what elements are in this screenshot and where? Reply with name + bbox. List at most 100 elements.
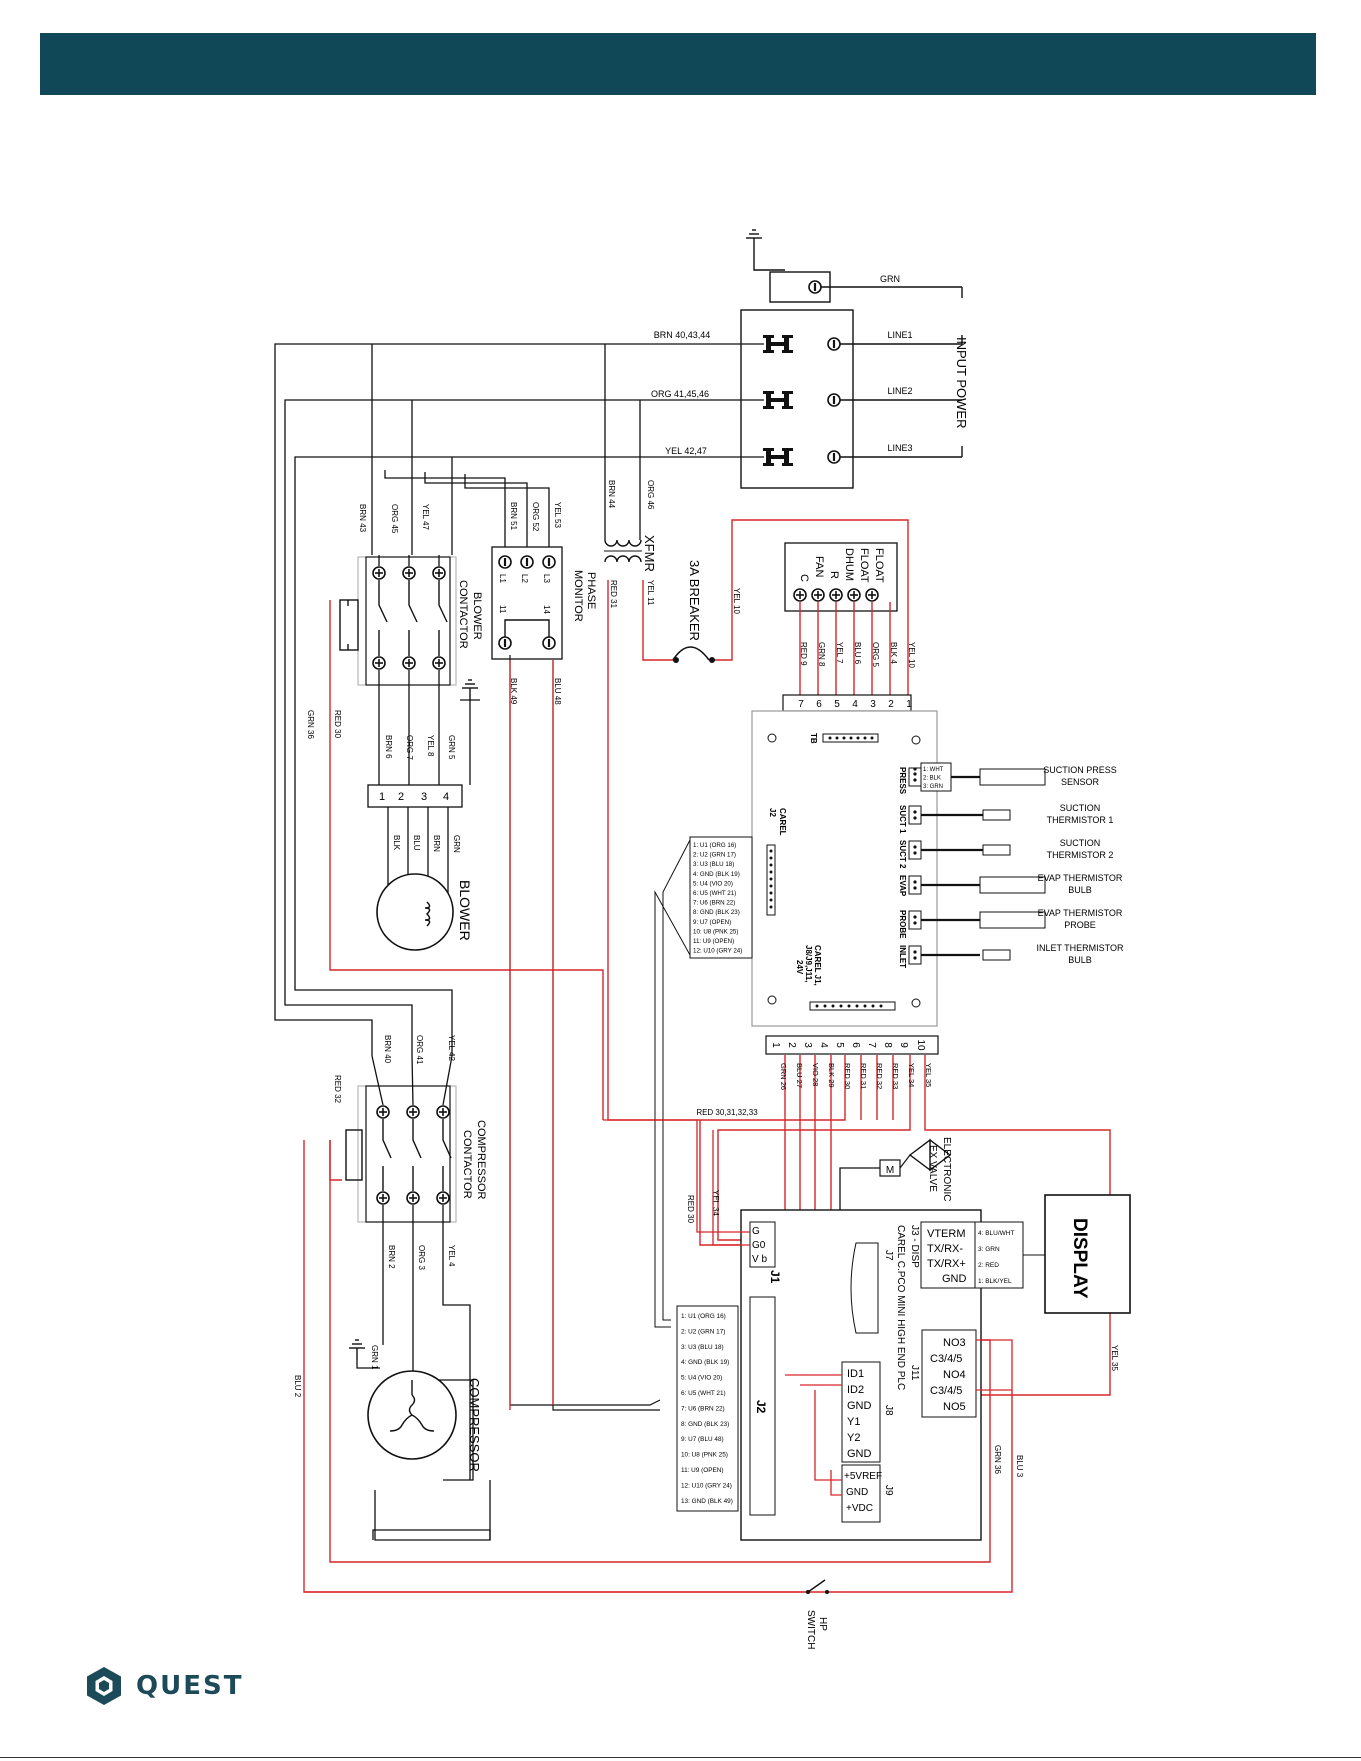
blower: 1 2 3 4 BLK BLU BRN GRN BLOWER xyxy=(367,784,473,951)
j2-list-item: 13: GND (BLK 49) xyxy=(681,1498,733,1505)
svg-text:NO3: NO3 xyxy=(943,1337,966,1349)
svg-text:YEL 10: YEL 10 xyxy=(732,588,741,614)
terminal-number: 8 xyxy=(882,1042,893,1048)
svg-text:J2: J2 xyxy=(754,1400,768,1414)
j2-list-item: 4: GND (BLK 19) xyxy=(681,1359,729,1366)
ground-wire-label: GRN xyxy=(880,274,900,284)
svg-text:Y2: Y2 xyxy=(847,1432,860,1444)
svg-text:BLK 49: BLK 49 xyxy=(509,678,518,705)
svg-text:MONITOR: MONITOR xyxy=(572,570,584,622)
svg-text:YEL 34: YEL 34 xyxy=(711,1190,720,1216)
sensor-label: BULB xyxy=(1068,885,1092,895)
breaker: 3A BREAKER YEL 10 xyxy=(672,560,741,663)
j2-list-item: 3: U3 (BLU 18) xyxy=(681,1344,724,1351)
terminal-number: 10 xyxy=(915,1039,926,1051)
svg-text:14: 14 xyxy=(542,605,551,614)
header-bar xyxy=(40,33,1316,95)
sensor-label: PROBE xyxy=(1064,920,1096,930)
svg-text:TX/RX+: TX/RX+ xyxy=(927,1258,966,1270)
svg-text:SWITCH: SWITCH xyxy=(805,1610,816,1649)
svg-text:RED 30: RED 30 xyxy=(686,1195,695,1224)
compressor: GRN 1 COMPRESSOR xyxy=(348,1339,482,1472)
carel-board: 7 6 5 4 3 2 1 TB CAREL J2 CAREL J1, J8/J… xyxy=(654,694,939,1328)
svg-text:YEL 53: YEL 53 xyxy=(553,502,562,528)
svg-text:NO5: NO5 xyxy=(943,1401,966,1413)
svg-text:1: 1 xyxy=(379,791,385,803)
svg-text:7: 7 xyxy=(798,699,804,710)
compressor-contactor: COMPRESSOR CONTACTOR BRN 40 ORG 41 YEL 4… xyxy=(345,1035,487,1270)
j2-list-item: 8: GND (BLK 23) xyxy=(681,1421,729,1428)
svg-text:EX VALVE: EX VALVE xyxy=(927,1145,938,1192)
svg-text:R: R xyxy=(828,571,840,579)
terminal-number: 4 xyxy=(818,1042,829,1048)
svg-text:GRN 36: GRN 36 xyxy=(993,1445,1002,1474)
pin-label: 2: BLK xyxy=(923,776,941,782)
sensor-connector-label: EVAP xyxy=(898,875,907,897)
svg-text:L3: L3 xyxy=(542,574,551,583)
input-power-block: GRN LINE1 LINE2 LINE3 INPUT POWER BRN 40… xyxy=(651,229,969,489)
org-wire-label: ORG 41,45,46 xyxy=(651,389,709,399)
svg-text:CAREL: CAREL xyxy=(778,808,787,836)
svg-text:11: 11 xyxy=(498,605,507,614)
svg-text:CONTACTOR: CONTACTOR xyxy=(461,1130,473,1199)
ground-icon xyxy=(745,229,763,251)
wire-label: ORG 45 xyxy=(390,504,399,534)
svg-text:J8: J8 xyxy=(883,1405,894,1416)
terminal-number: 1 xyxy=(770,1042,781,1048)
j2-list-item: 10: U8 (PNK 25) xyxy=(693,928,738,935)
svg-text:GND: GND xyxy=(847,1448,872,1460)
svg-text:J7: J7 xyxy=(883,1250,894,1261)
wire-label: YEL 8 xyxy=(426,735,435,757)
sensor-connector-label: PRESS xyxy=(898,767,907,795)
sensor-label: SUCTION xyxy=(1060,803,1101,813)
svg-text:DHUM: DHUM xyxy=(843,548,855,581)
svg-text:BRN 51: BRN 51 xyxy=(509,502,518,531)
hexagon-logo-icon xyxy=(87,1667,121,1705)
plc: G G0 V b J1 J2 J7 CAREL C.PCO MINI HIGH … xyxy=(676,1209,1024,1541)
svg-text:YEL 4: YEL 4 xyxy=(447,1245,456,1267)
svg-text:XFMR: XFMR xyxy=(642,535,657,572)
svg-text:L1: L1 xyxy=(498,574,507,583)
svg-text:J1: J1 xyxy=(768,1270,782,1284)
svg-text:J9: J9 xyxy=(883,1485,894,1496)
svg-text:3: 3 xyxy=(870,699,876,710)
svg-text:GND: GND xyxy=(846,1487,868,1498)
terminal-number: 5 xyxy=(834,1042,845,1048)
svg-text:+VDC: +VDC xyxy=(846,1503,873,1514)
svg-text:BRN 44: BRN 44 xyxy=(607,480,616,509)
svg-text:4: 4 xyxy=(443,791,449,803)
blower-title: BLOWER xyxy=(457,880,473,941)
float-wire-labels: YEL 10 BLK 4 ORG 5 BLU 6 YEL 7 GRN 8 RED… xyxy=(799,642,916,668)
wire-label: YEL 35 xyxy=(924,1063,933,1087)
svg-text:BLK: BLK xyxy=(392,835,401,851)
svg-text:3: 3 xyxy=(421,791,427,803)
brn-wire-label: BRN 40,43,44 xyxy=(654,330,711,340)
svg-text:CAREL C.PCO MINI HIGH END PLC: CAREL C.PCO MINI HIGH END PLC xyxy=(895,1225,906,1390)
j2-list-item: 10: U8 (PNK 25) xyxy=(681,1452,728,1459)
svg-text:GRN: GRN xyxy=(452,835,461,853)
lug-icon xyxy=(826,392,842,408)
svg-text:1: 1 xyxy=(906,699,912,710)
bottom-rule xyxy=(0,1757,1361,1758)
svg-text:RED 32: RED 32 xyxy=(333,1075,342,1104)
svg-text:ORG 46: ORG 46 xyxy=(646,480,655,510)
svg-text:VTERM: VTERM xyxy=(927,1228,966,1240)
svg-text:FLOAT: FLOAT xyxy=(873,548,885,583)
svg-text:PHASE: PHASE xyxy=(585,572,597,609)
blower-contactor: BLOWER CONTACTOR BRN 43 ORG 45 YEL 47 BR… xyxy=(339,504,483,760)
sensor-connector-label: SUCT 2 xyxy=(898,840,907,869)
svg-text:5: 5 xyxy=(834,699,840,710)
svg-text:GND: GND xyxy=(942,1273,967,1285)
svg-text:RED 9: RED 9 xyxy=(799,642,808,666)
svg-text:M: M xyxy=(886,1165,894,1176)
line3-label: LINE3 xyxy=(887,443,912,453)
line2-label: LINE2 xyxy=(887,386,912,396)
sensor-label: SUCTION xyxy=(1060,838,1101,848)
float-terminal-block: FLOAT FLOAT DHUM R FAN C xyxy=(784,542,898,612)
footer-brand: QUEST xyxy=(82,1664,243,1708)
